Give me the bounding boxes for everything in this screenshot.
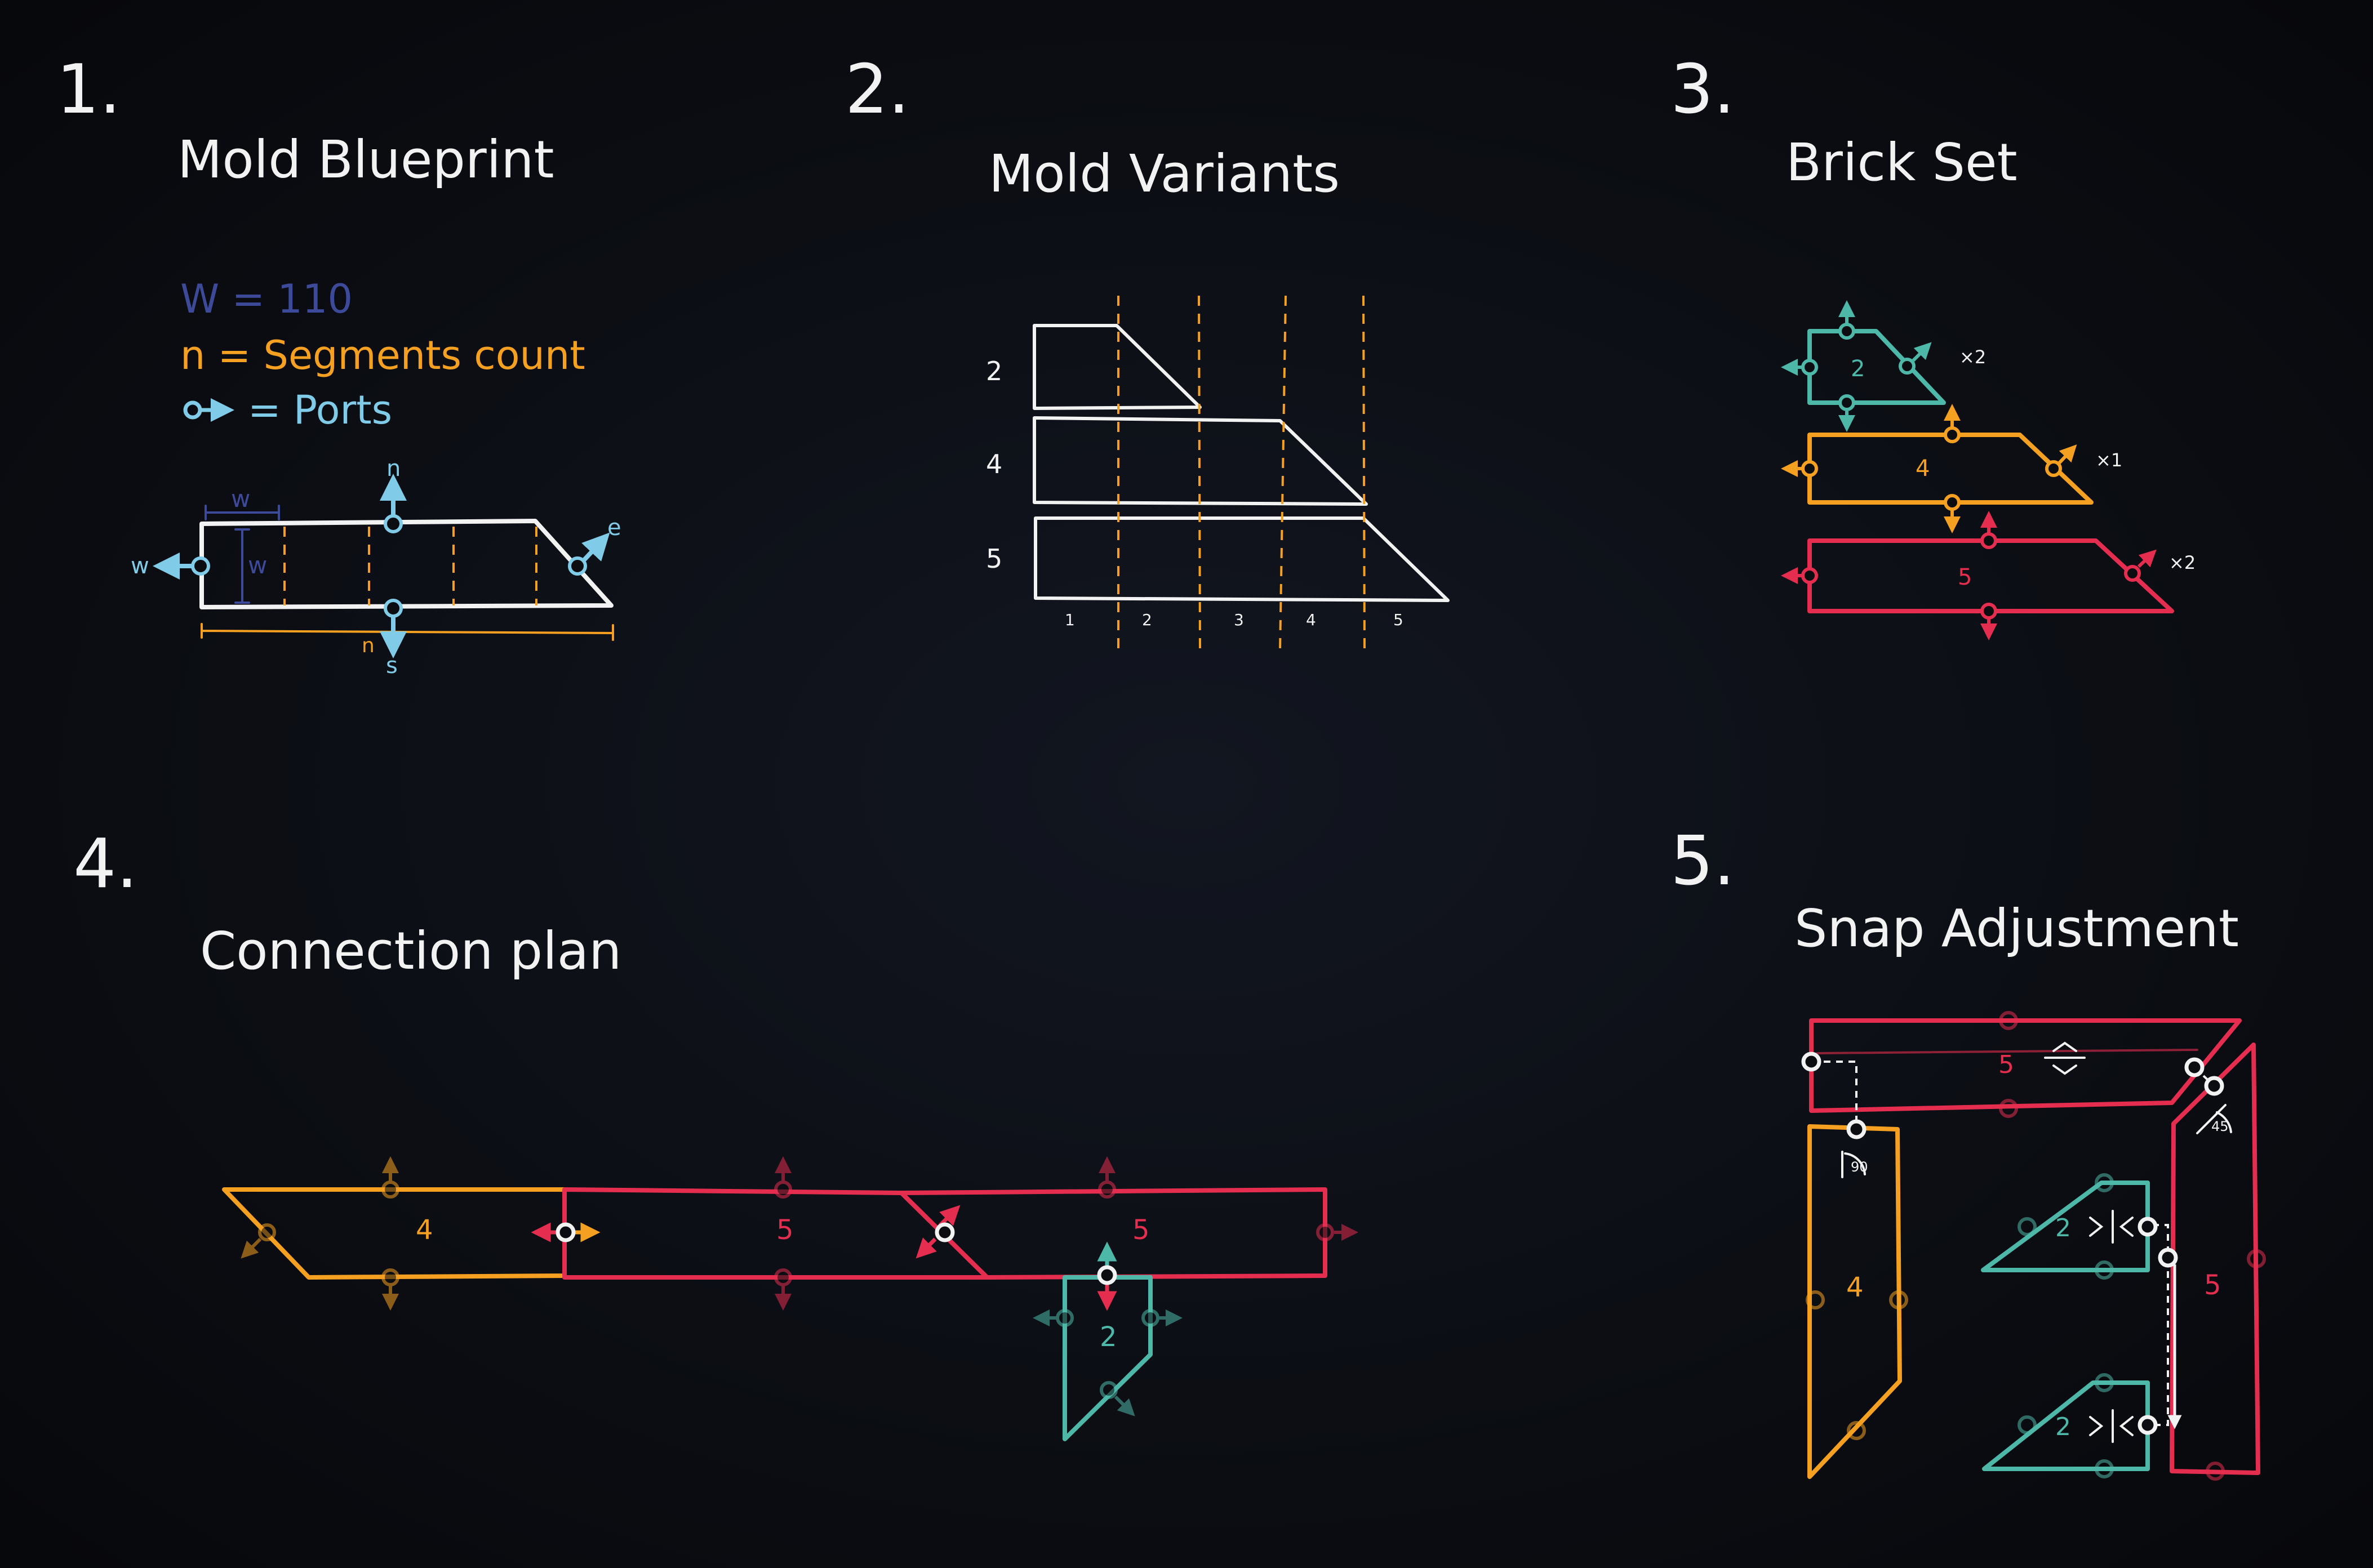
snap-inactive-ports — [1806, 1011, 2266, 1481]
snap-label: 5 — [1998, 1050, 2014, 1079]
plan-inactive-ports — [241, 1156, 1358, 1416]
variant-4-outline — [1033, 416, 1368, 506]
width-dimension-side — [234, 528, 250, 604]
panel-number: 3. — [1670, 51, 1735, 129]
port-label-e: e — [607, 515, 621, 541]
snap-guide-90 — [1811, 1061, 1857, 1126]
width-label-side: w — [248, 551, 267, 579]
snap-gap-icon — [2089, 1210, 2134, 1244]
panel-title: Mold Blueprint — [177, 130, 554, 190]
brick-5-count: ×2 — [2169, 552, 2196, 573]
variant-row-label: 2 — [986, 356, 1002, 386]
panel-number: 1. — [56, 51, 121, 129]
snap-brick-2-b — [1982, 1380, 2150, 1471]
legend-width: W = 110 — [180, 276, 353, 322]
snap-guides — [1811, 1041, 2232, 1443]
panel-title: Snap Adjustment — [1794, 898, 2239, 959]
variant-divider — [1362, 295, 1366, 651]
panel-mold-blueprint: 1. Mold Blueprint W = 110 n = Segments c… — [56, 51, 621, 679]
plan-brick-5-b — [899, 1187, 1327, 1280]
port-east — [568, 532, 610, 576]
plan-label: 5 — [1132, 1214, 1150, 1246]
variant-column-label: 4 — [1306, 611, 1316, 629]
brick-5 — [1807, 538, 2174, 613]
variant-column-label: 1 — [1065, 611, 1075, 629]
panel-number: 5. — [1670, 822, 1735, 901]
brick-2-count: ×2 — [1959, 346, 1986, 368]
variant-column-label: 5 — [1393, 611, 1403, 629]
snap-align-icon — [2044, 1041, 2086, 1075]
segments-dimension — [201, 623, 614, 641]
variant-column-label: 2 — [1142, 611, 1152, 629]
variant-row-label: 4 — [986, 449, 1002, 479]
brick-4-label: 4 — [1916, 456, 1930, 482]
width-label-top: w — [231, 485, 250, 513]
variant-row-label: 5 — [986, 544, 1002, 574]
variant-5-outline — [1034, 516, 1450, 602]
angle-90-arc — [1841, 1151, 1866, 1178]
brick-5-ports — [1781, 511, 2157, 640]
plan-label: 2 — [1100, 1321, 1117, 1353]
snap-brick-5-top — [1809, 1018, 2242, 1113]
brick-2-label: 2 — [1851, 356, 1865, 382]
blueprint-outline — [199, 519, 614, 609]
snap-ghost-line — [1816, 1049, 2198, 1054]
snap-label: 2 — [2055, 1413, 2071, 1441]
port-north — [380, 474, 407, 533]
panel-snap-adjustment: 5. Snap Adjustment — [1670, 822, 2266, 1481]
snap-brick-5-right — [2170, 1043, 2260, 1475]
snap-brick-2-a — [1981, 1181, 2150, 1272]
panel-title: Mold Variants — [989, 144, 1340, 204]
brick-4-ports — [1781, 404, 2077, 533]
variant-divider — [1198, 295, 1201, 651]
variant-divider — [1279, 295, 1287, 651]
panel-title: Connection plan — [200, 921, 621, 981]
snap-label: 4 — [1846, 1272, 1864, 1303]
port-label-n: n — [386, 456, 401, 482]
snap-guide-vertical — [2152, 1224, 2169, 1426]
port-south — [380, 599, 407, 658]
legend-ports: = Ports — [248, 387, 392, 433]
legend-port-icon — [183, 398, 234, 422]
panel-number: 4. — [73, 825, 138, 903]
plan-active-connections — [531, 1205, 1117, 1311]
width-dimension-top — [205, 505, 280, 520]
angle-45-arc — [2196, 1104, 2232, 1134]
snap-label: 2 — [2055, 1214, 2071, 1242]
port-label-w: w — [131, 553, 149, 579]
brick-4-count: ×1 — [2096, 449, 2122, 471]
variant-column-label: 3 — [1234, 611, 1244, 629]
angle-label-45: 45 — [2211, 1119, 2229, 1134]
panel-connection-plan: 4. Connection plan — [73, 825, 1358, 1441]
panel-brick-set: 3. Brick Set 2 ×2 4 ×1 — [1670, 51, 2196, 640]
snap-gap-icon — [2089, 1409, 2134, 1443]
segments-label: n — [362, 634, 375, 657]
panel-number: 2. — [845, 51, 910, 129]
snap-active-ports — [1801, 1052, 2224, 1435]
snap-brick-4 — [1807, 1124, 1902, 1479]
legend-segments: n = Segments count — [180, 332, 585, 378]
plan-label: 4 — [416, 1214, 433, 1246]
snap-label: 5 — [2204, 1269, 2221, 1301]
plan-brick-2 — [1063, 1275, 1153, 1441]
brick-5-label: 5 — [1958, 564, 1972, 590]
plan-label: 5 — [776, 1214, 794, 1246]
angle-label-90: 90 — [1851, 1159, 1868, 1175]
port-label-s: s — [386, 653, 398, 679]
brick-2-ports — [1781, 300, 1932, 432]
panel-title: Brick Set — [1786, 132, 2018, 193]
panel-mold-variants: 2. Mold Variants 2 4 5 1 2 3 4 5 — [845, 51, 1450, 651]
port-west — [153, 553, 210, 580]
